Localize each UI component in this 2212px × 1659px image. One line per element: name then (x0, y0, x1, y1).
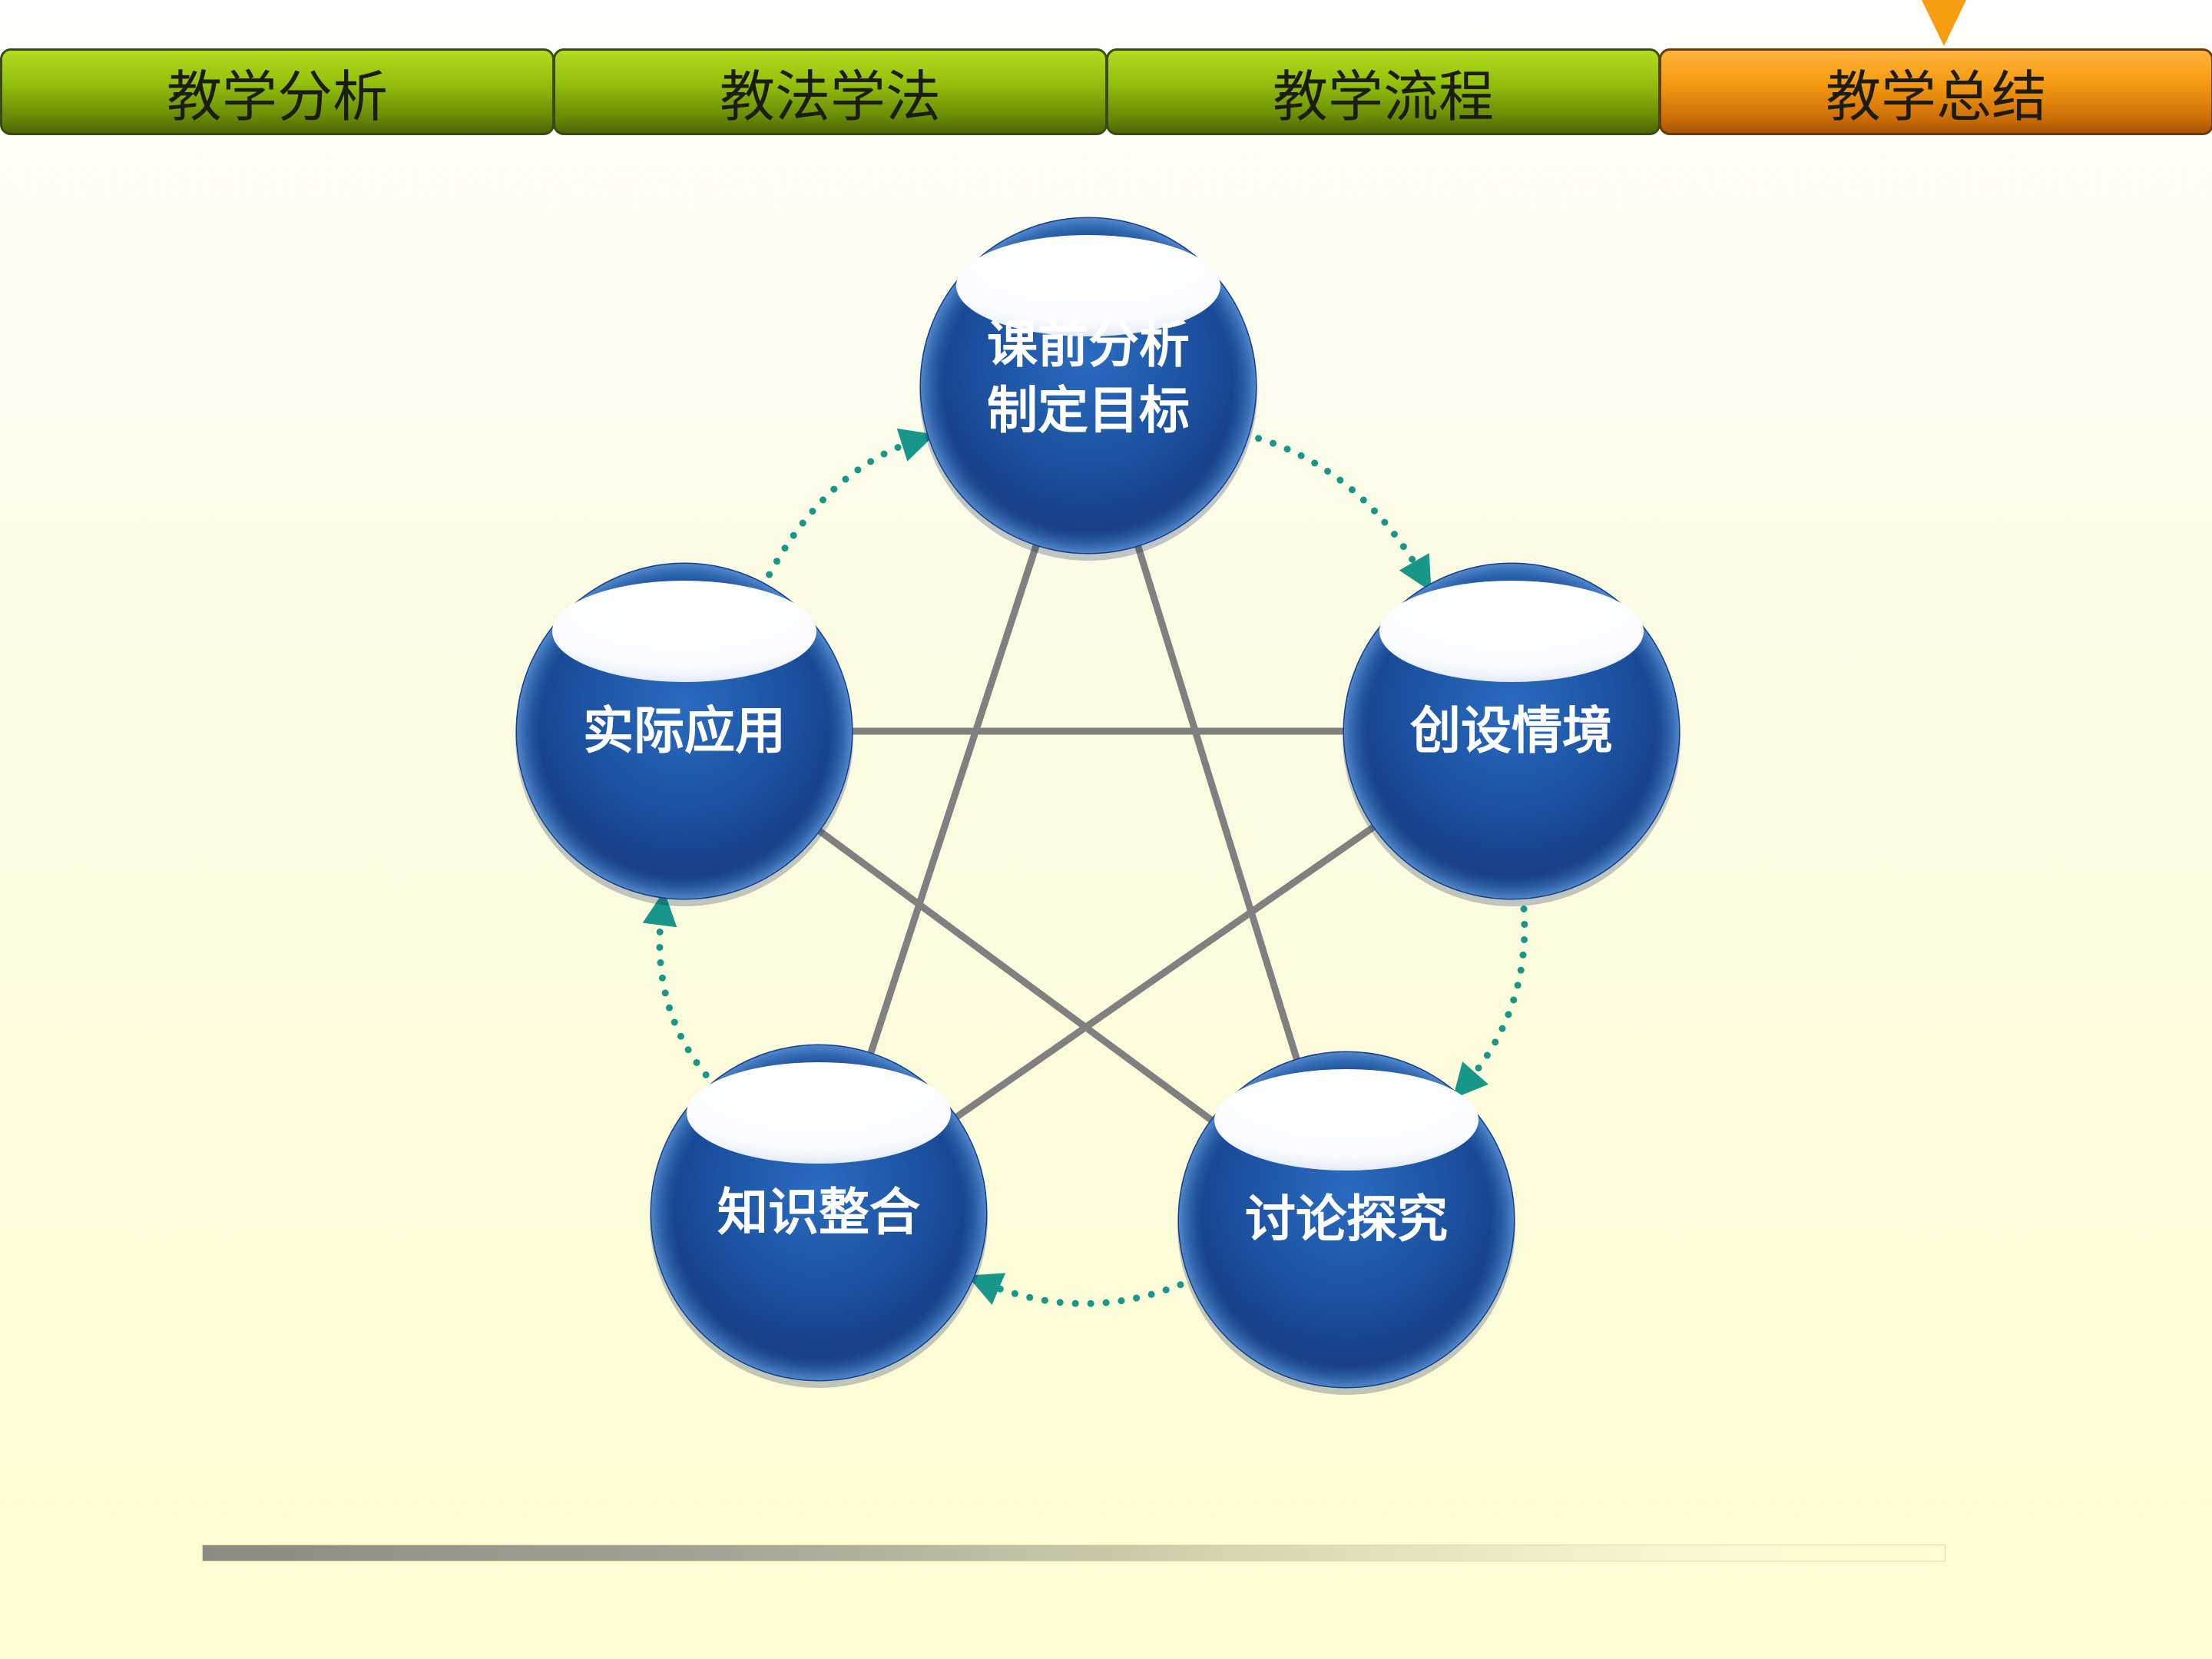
cycle-arrow (642, 890, 710, 1078)
tab-label: 教学分析 (166, 65, 388, 129)
node-label: 讨论探究 (1245, 1190, 1448, 1249)
tab-label: 教法学法 (719, 65, 941, 129)
tab-teaching-process[interactable]: 教学流程 (1106, 48, 1661, 135)
node-context[interactable]: 创设情境 (1343, 562, 1681, 906)
cycle-arrows (642, 428, 1528, 1307)
node-label: 知识整合 (717, 1183, 920, 1242)
footer-divider (202, 1545, 1945, 1561)
tab-bar: 教学分析 教法学法 教学流程 教学总结 (0, 48, 2212, 138)
active-tab-marker-icon (1922, 0, 1966, 46)
cycle-arrow (766, 428, 935, 578)
tab-teaching-summary[interactable]: 教学总结 (1659, 48, 2212, 135)
node-explore[interactable]: 讨论探究 (1177, 1051, 1515, 1395)
node-integrate[interactable]: 知识整合 (650, 1044, 988, 1388)
node-label: 创设情境 (1410, 701, 1613, 760)
cycle-arrow (1255, 435, 1432, 592)
tab-teaching-methods[interactable]: 教法学法 (553, 48, 1108, 135)
node-label: 课前分析 (987, 315, 1190, 374)
tab-teaching-analysis[interactable]: 教学分析 (0, 48, 555, 135)
node-apply[interactable]: 实际应用 (515, 562, 853, 906)
tab-label: 教学流程 (1272, 65, 1494, 129)
cycle-arrow (1452, 905, 1528, 1099)
tab-label: 教学总结 (1825, 65, 2047, 129)
node-label: 实际应用 (583, 701, 786, 760)
cycle-arrow (966, 1273, 1184, 1307)
node-label: 制定目标 (987, 381, 1190, 440)
